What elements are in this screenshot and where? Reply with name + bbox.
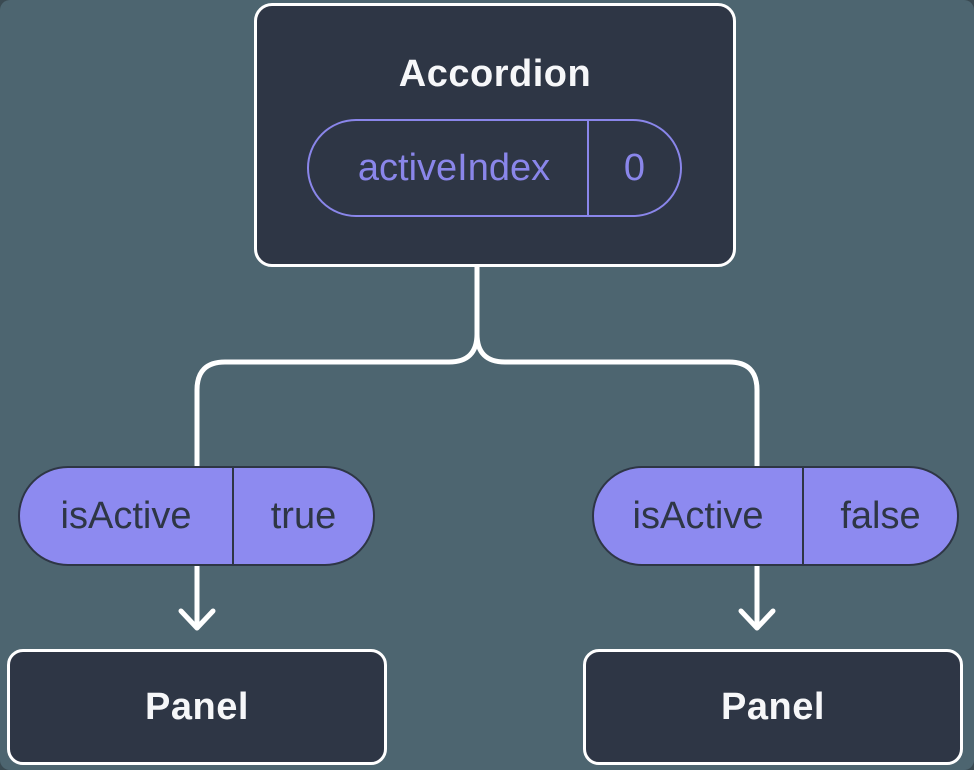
prop-pill-isactive-false: isActive false: [592, 466, 959, 566]
prop-pill-label: isActive: [632, 494, 764, 537]
prop-pill-label: isActive: [60, 494, 192, 537]
arrow-down-icon: [738, 608, 776, 631]
panel-node-title: Panel: [145, 685, 249, 728]
panel-node-left: Panel: [7, 649, 387, 765]
arrow-down-icon: [178, 608, 216, 631]
branch-line-left: [194, 259, 480, 628]
prop-pill-isactive-true: isActive true: [18, 466, 375, 566]
accordion-node-title: Accordion: [398, 53, 592, 95]
panel-node-right: Panel: [583, 649, 963, 765]
accordion-node: Accordion activeIndex 0: [254, 3, 736, 267]
state-pill-value: 0: [587, 121, 680, 215]
panel-node-title: Panel: [721, 685, 825, 728]
state-pill: activeIndex 0: [307, 119, 682, 217]
branch-line-right: [474, 259, 760, 628]
prop-pill-value: false: [802, 468, 957, 564]
state-pill-label: activeIndex: [357, 146, 551, 189]
prop-pill-value: true: [232, 468, 373, 564]
